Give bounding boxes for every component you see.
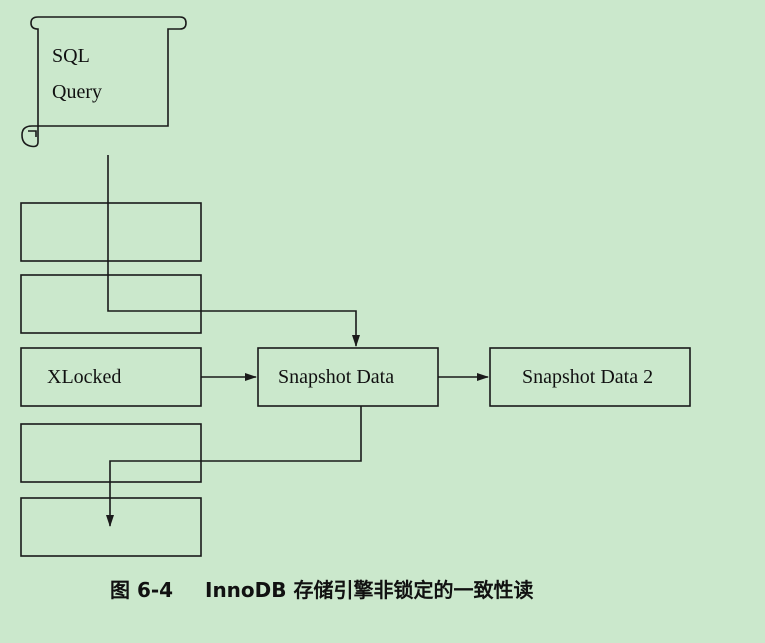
snapshot-data-2-box	[489, 347, 691, 407]
row-box-4	[20, 423, 202, 483]
sql-query-label-line1: SQL	[52, 45, 90, 67]
sql-query-scroll: SQL Query	[21, 16, 187, 148]
figure-title: InnoDB 存储引擎非锁定的一致性读	[205, 578, 533, 602]
row-box-5	[20, 497, 202, 557]
query-to-snapshot-arrow	[107, 155, 360, 347]
row-box-2	[20, 274, 202, 334]
row-box-1	[20, 202, 202, 262]
snapshot-data-2-label: Snapshot Data 2	[522, 366, 653, 388]
snapshot-result-arrow	[106, 406, 362, 527]
figure-label: 图 6-4	[110, 578, 173, 602]
sql-query-label-line2: Query	[52, 81, 102, 103]
snapshot-data-label: Snapshot Data	[278, 366, 394, 388]
xlocked-label: XLocked	[47, 366, 121, 388]
